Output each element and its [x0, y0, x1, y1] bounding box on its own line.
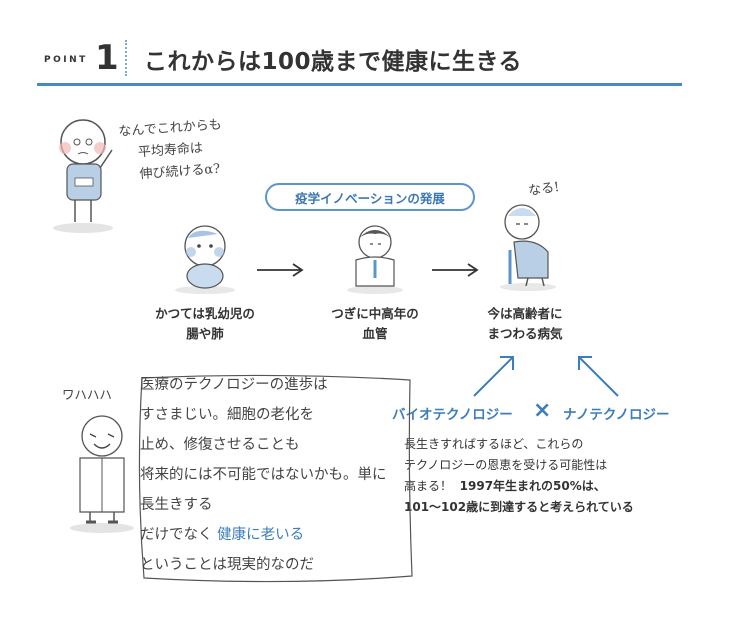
elderly-man-illustration [500, 204, 556, 291]
stage-caption: かつては乳幼児の 腸や肺 [155, 306, 255, 341]
middle-aged-man-illustration [347, 225, 403, 294]
baby-illustration [175, 225, 235, 294]
arrow-right-icon [257, 263, 304, 277]
arrow-up-icon [473, 356, 514, 397]
question-handwriting: なんでこれからも 平均寿命は 伸び続けるα? [118, 117, 223, 183]
page-title: これからは100歳まで健康に生きる [144, 49, 523, 75]
point-number: 1 [95, 38, 119, 78]
arrow-up-icon [578, 356, 619, 397]
nanotechnology-label: ナノテクノロジー [563, 407, 670, 423]
point-label: POINT [44, 55, 88, 65]
arrow-right-icon [432, 263, 479, 277]
header-divider [125, 40, 127, 76]
biotechnology-label: バイオテクノロジー [392, 407, 513, 423]
stage-caption: つぎに中高年の 血管 [331, 306, 419, 341]
stage-caption: 今は高齢者に まつわる病気 [487, 306, 563, 341]
speech-bubble [138, 374, 413, 583]
doctor-illustration [70, 415, 134, 533]
laugh-handwriting: ワハハハ [62, 387, 112, 402]
body-paragraph: 長生きすればするほど、これらの テクノロジーの恩恵を受ける可能性は 高まる！ 1… [404, 437, 634, 514]
epidemiology-innovation-pill: 疫学イノベーションの発展 [265, 183, 475, 211]
cross-icon: × [533, 398, 552, 423]
header-rule [37, 83, 682, 86]
pondering-man-illustration [53, 119, 113, 233]
speech-text: 医療のテクノロジーの進歩は すさまじい。細胞の老化を 止め、修復させることも 将… [140, 377, 387, 573]
